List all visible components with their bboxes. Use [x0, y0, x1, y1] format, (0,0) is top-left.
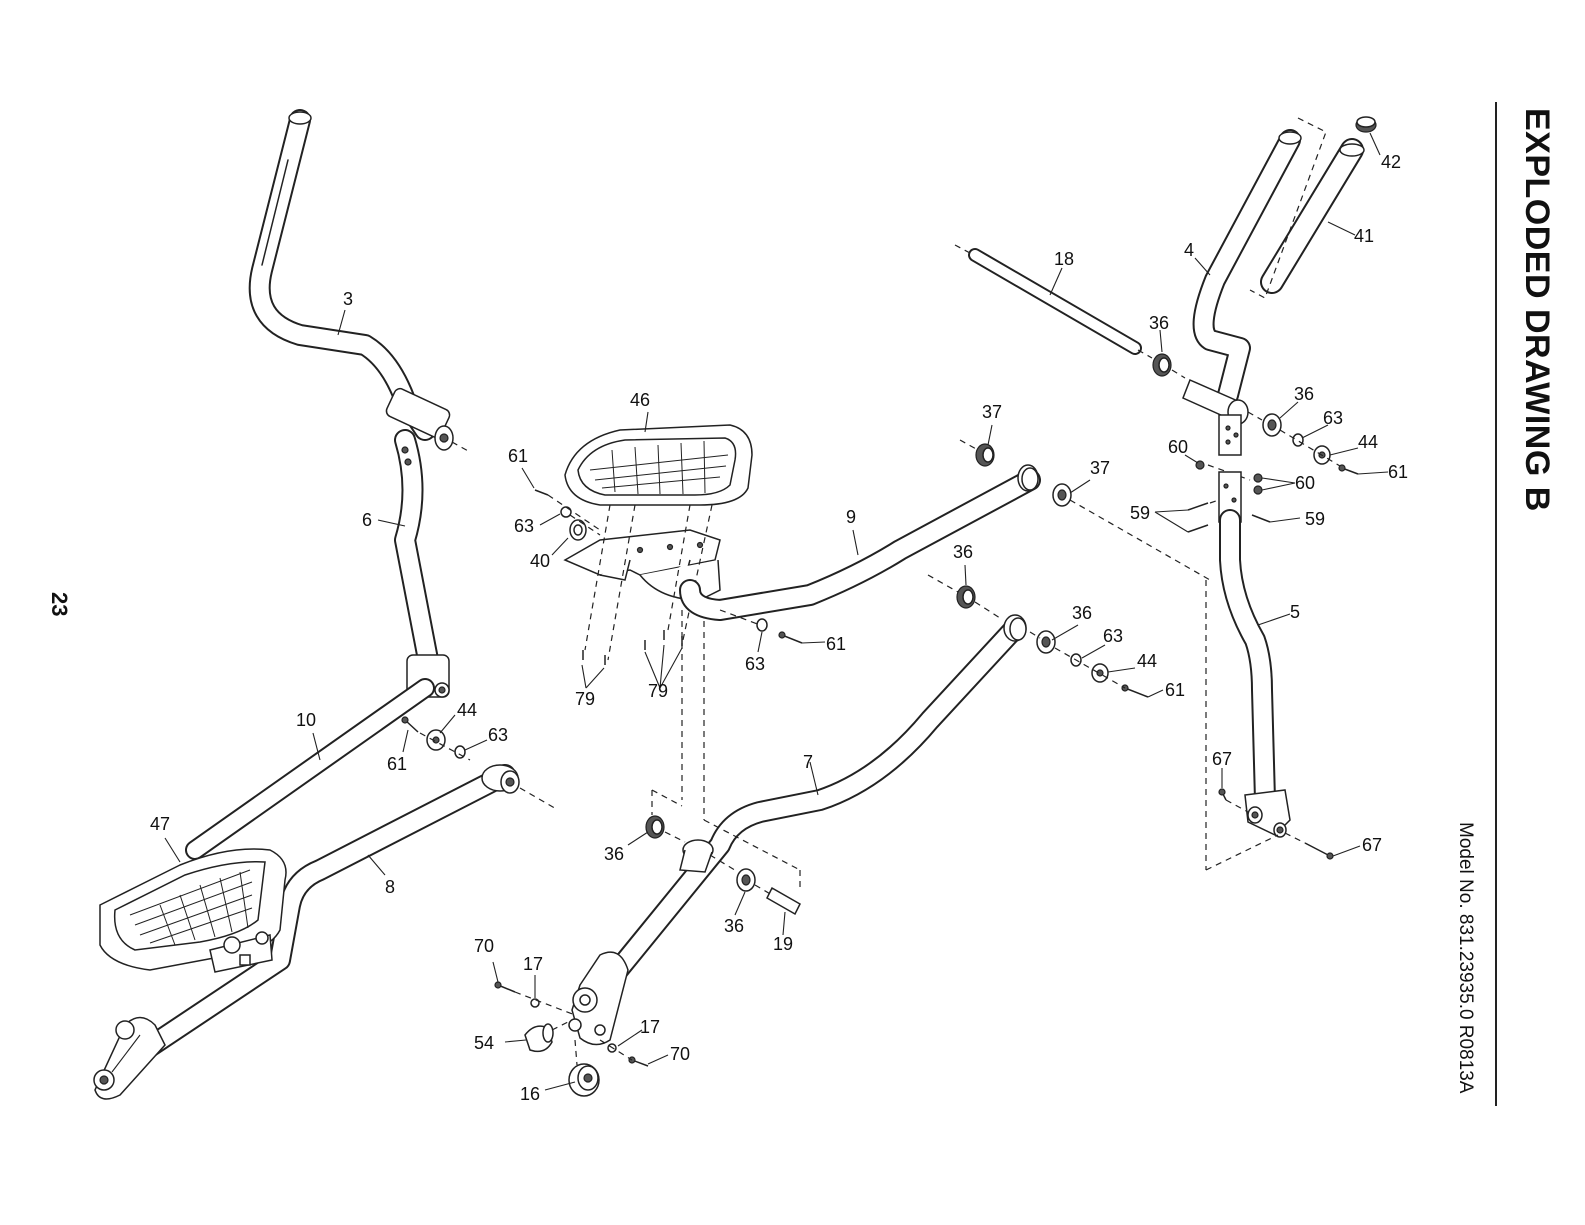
callout-44: 44	[1137, 651, 1157, 671]
part-40-cap	[570, 520, 586, 540]
callout-9: 9	[846, 507, 856, 527]
callout-16: 16	[520, 1084, 540, 1104]
callout-61: 61	[508, 446, 528, 466]
callout-36: 36	[604, 844, 624, 864]
part-4-right-handlebar	[1183, 132, 1301, 455]
callout-60: 60	[1295, 473, 1315, 493]
callout-4: 4	[1184, 240, 1194, 260]
callout-67: 67	[1362, 835, 1382, 855]
part-3-left-handlebar	[260, 112, 470, 452]
callout-79: 79	[575, 689, 595, 709]
callout-63: 63	[488, 725, 508, 745]
callout-17: 17	[523, 954, 543, 974]
callout-36: 36	[1072, 603, 1092, 623]
callout-67: 67	[1212, 749, 1232, 769]
callout-36: 36	[1294, 384, 1314, 404]
callout-42: 42	[1381, 152, 1401, 172]
callout-6: 6	[362, 510, 372, 530]
model-number: Model No. 831.23935.0 R0813A	[1452, 822, 1482, 1122]
callout-10: 10	[296, 710, 316, 730]
callout-63: 63	[514, 516, 534, 536]
part-47-pedal	[100, 849, 286, 972]
callout-36: 36	[1149, 313, 1169, 333]
page-number: 23	[50, 592, 74, 632]
callout-70: 70	[670, 1044, 690, 1064]
part-6-left-arm	[402, 440, 449, 697]
callout-60: 60	[1168, 437, 1188, 457]
model-number-text: Model No. 831.23935.0 R0813A	[1454, 822, 1476, 1093]
part-54-cap	[525, 1020, 572, 1051]
hardware-79-screws	[583, 630, 682, 665]
callout-46: 46	[630, 390, 650, 410]
callout-7: 7	[803, 752, 813, 772]
part-7-main-arm	[569, 615, 1026, 1045]
callout-18: 18	[1054, 249, 1074, 269]
callout-79: 79	[648, 681, 668, 701]
callout-70: 70	[474, 936, 494, 956]
callout-40: 40	[530, 551, 550, 571]
callout-59: 59	[1305, 509, 1325, 529]
page-number-text: 23	[46, 592, 72, 616]
callout-37: 37	[982, 402, 1002, 422]
callout-63: 63	[1323, 408, 1343, 428]
callout-36: 36	[724, 916, 744, 936]
callout-61: 61	[826, 634, 846, 654]
callout-3: 3	[343, 289, 353, 309]
callout-19: 19	[773, 934, 793, 954]
callout-47: 47	[150, 814, 170, 834]
callout-41: 41	[1354, 226, 1374, 246]
callout-61: 61	[1165, 680, 1185, 700]
vertical-rule	[1495, 102, 1497, 1106]
drawing-title: EXPLODED DRAWING B	[1518, 108, 1558, 528]
callout-63: 63	[1103, 626, 1123, 646]
part-16-wheel	[569, 1040, 599, 1096]
part-5-post	[1219, 472, 1290, 837]
drawing-title-text: EXPLODED DRAWING B	[1517, 108, 1556, 512]
part-46-pedal	[565, 425, 752, 505]
callout-44: 44	[1358, 432, 1378, 452]
callout-61: 61	[387, 754, 407, 774]
callout-5: 5	[1290, 602, 1300, 622]
callout-54: 54	[474, 1033, 494, 1053]
callout-59: 59	[1130, 503, 1150, 523]
callout-44: 44	[457, 700, 477, 720]
callout-36: 36	[953, 542, 973, 562]
callout-8: 8	[385, 877, 395, 897]
callout-37: 37	[1090, 458, 1110, 478]
callout-63: 63	[745, 654, 765, 674]
callout-61: 61	[1388, 462, 1408, 482]
part-42-cap	[1356, 117, 1376, 132]
callout-17: 17	[640, 1017, 660, 1037]
hardware-left-arm	[402, 717, 470, 760]
part-37-bushings	[960, 440, 1210, 580]
part-41-grip	[1250, 118, 1364, 298]
